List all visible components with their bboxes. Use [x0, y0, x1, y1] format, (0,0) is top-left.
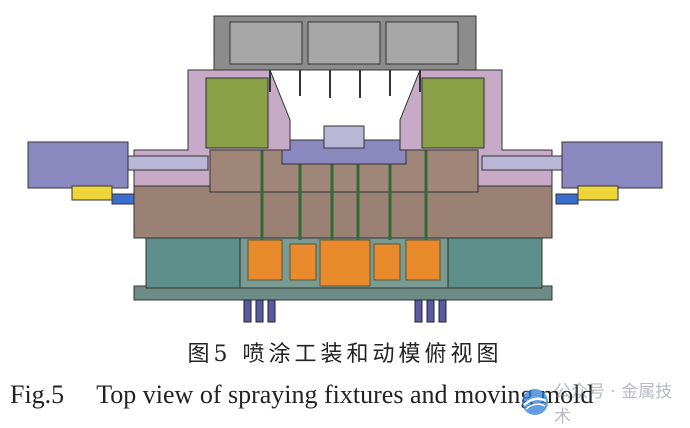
- right-blue-tag: [555, 193, 579, 205]
- orange-block-4: [373, 243, 401, 281]
- mold-figure: [27, 15, 663, 323]
- left-blue-tag: [111, 193, 135, 205]
- orange-block-3: [319, 239, 371, 287]
- left-cylinder-body: [27, 141, 129, 189]
- caption-chinese: 图5 喷涂工装和动模俯视图: [187, 342, 503, 367]
- right-cylinder-rod: [481, 155, 563, 171]
- left-fixture-green: [205, 77, 269, 149]
- mold-drawing: [27, 15, 663, 323]
- caption-english: Fig.5 Top view of spraying fixtures and …: [10, 380, 593, 410]
- orange-block-1: [247, 239, 283, 281]
- caption-english-text: Top view of spraying fixtures and moving…: [96, 380, 594, 409]
- bottom-pins: [243, 299, 447, 323]
- left-yellow-tag: [71, 185, 113, 201]
- watermark: 公众号 · 金属技术: [520, 382, 680, 427]
- mold-body: [133, 185, 553, 239]
- right-cylinder-body: [561, 141, 663, 189]
- top-fixture-panel-2: [307, 21, 381, 65]
- center-nozzle: [323, 125, 365, 149]
- orange-block-5: [405, 239, 441, 281]
- left-cylinder-rod: [127, 155, 209, 171]
- right-fixture-green: [421, 77, 485, 149]
- spray-nozzles: [269, 70, 421, 98]
- lower-frame-right: [445, 231, 543, 289]
- orange-block-2: [289, 243, 317, 281]
- watermark-text: 公众号 · 金属技术: [554, 382, 673, 427]
- caption-figure-number: Fig.5: [10, 380, 65, 409]
- top-fixture-panel-3: [385, 21, 459, 65]
- lower-frame-left: [145, 231, 243, 289]
- guide-rods: [260, 150, 428, 240]
- right-yellow-tag: [577, 185, 619, 201]
- top-fixture-panel-1: [229, 21, 303, 65]
- globe-logo-icon: [522, 389, 548, 415]
